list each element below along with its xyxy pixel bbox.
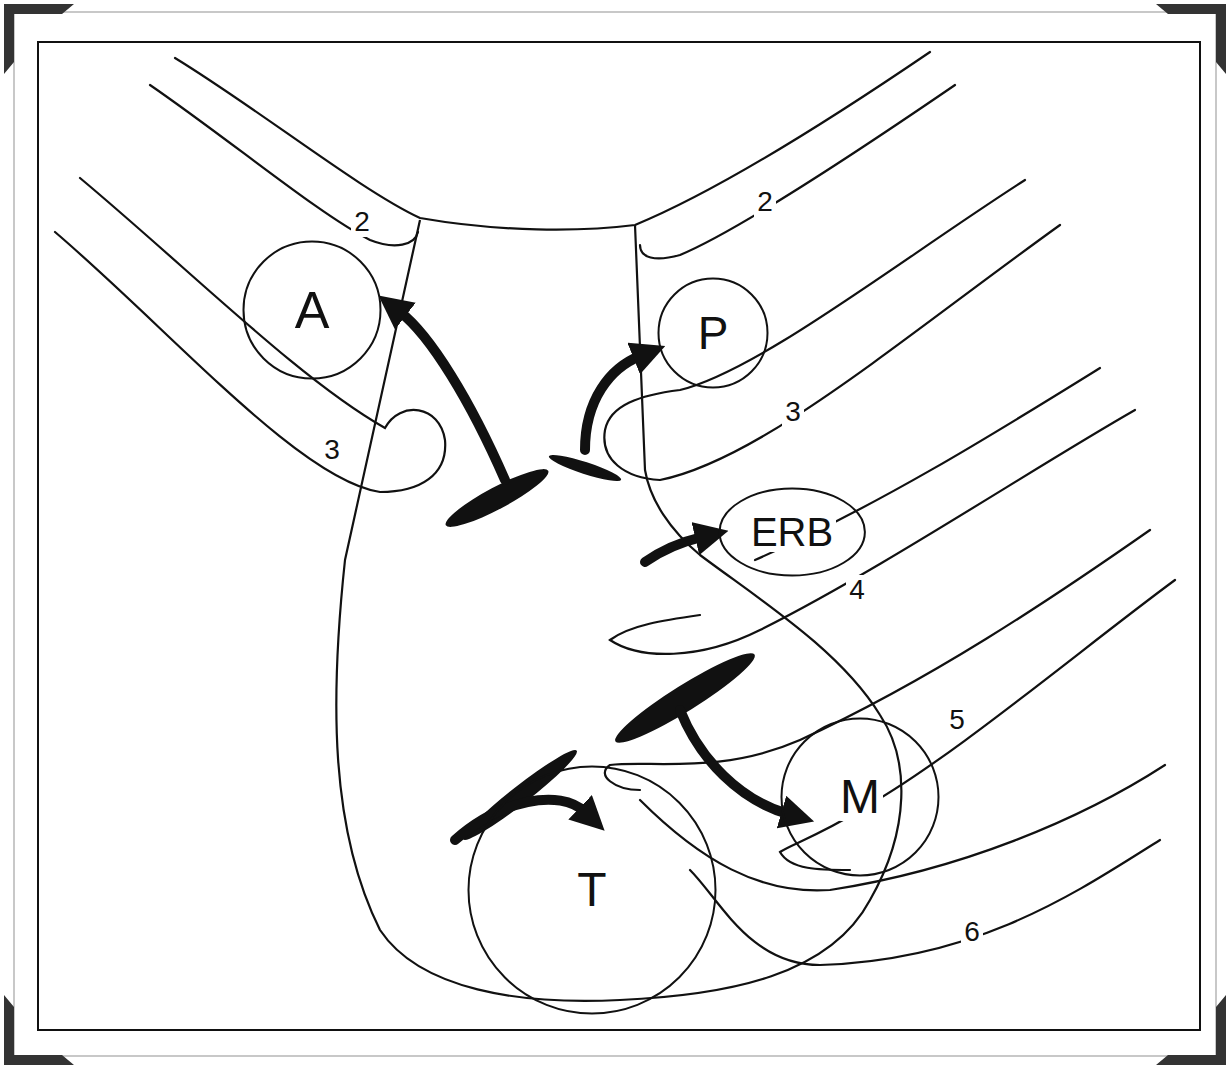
area-outline-shape bbox=[659, 279, 768, 388]
area-outline-shape bbox=[782, 719, 939, 876]
area-letter: A bbox=[292, 284, 333, 336]
heart-outline bbox=[336, 220, 901, 1001]
valve-symbols bbox=[441, 451, 762, 847]
rib-number: 2 bbox=[351, 207, 373, 237]
outer-frame bbox=[14, 12, 1216, 1056]
aortic-area: A bbox=[242, 240, 382, 380]
inner-frame bbox=[38, 42, 1200, 1030]
area-outline-shape bbox=[244, 242, 381, 379]
area-outline-shape bbox=[469, 767, 716, 1014]
rib-number: 2 bbox=[754, 187, 776, 217]
rib-number: 3 bbox=[321, 435, 343, 465]
area-letter: ERB bbox=[748, 512, 836, 552]
area-letter: M bbox=[837, 773, 883, 821]
rib-number: 6 bbox=[961, 917, 983, 947]
area-outline-shape bbox=[719, 489, 864, 576]
corner-marks bbox=[4, 4, 1226, 1065]
rib-outlines bbox=[55, 52, 1175, 965]
pulmonic-area: P bbox=[657, 277, 769, 389]
tricuspid-area: T bbox=[467, 765, 717, 1015]
area-letter: T bbox=[574, 866, 609, 914]
rib-number: 3 bbox=[782, 397, 804, 427]
erb-point-area: ERB bbox=[718, 487, 866, 577]
mitral-area: M bbox=[780, 717, 940, 877]
sound-arrows bbox=[400, 312, 788, 840]
rib-number: 5 bbox=[946, 705, 968, 735]
area-letter: P bbox=[695, 310, 732, 356]
rib-number: 4 bbox=[846, 575, 868, 605]
